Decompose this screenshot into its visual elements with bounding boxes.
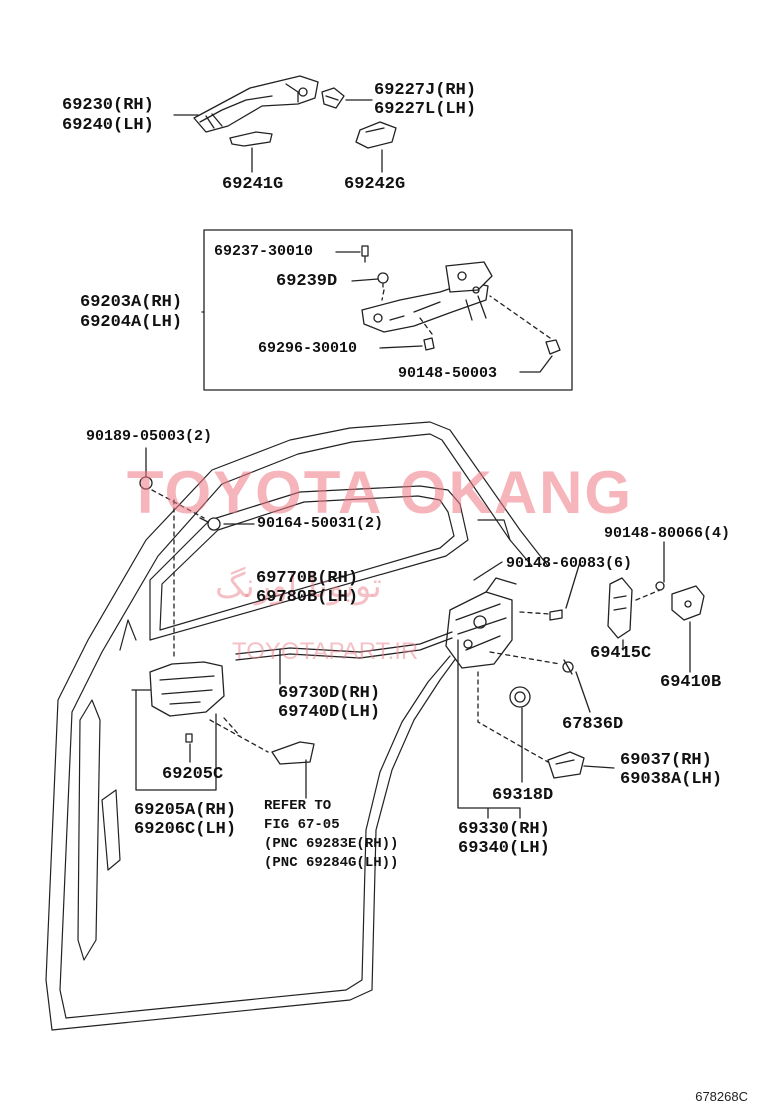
cover-ring-part — [509, 686, 531, 708]
door-lock-part — [445, 577, 517, 669]
label-69340: 69340(LH) — [458, 839, 550, 858]
handle-gasket-part — [355, 121, 397, 149]
handle-cap-part — [321, 87, 345, 109]
label-69230: 69230(RH) — [62, 96, 154, 115]
label-69237: 69237-30010 — [214, 243, 314, 260]
label-69205a: 69205A(RH) — [134, 801, 237, 820]
label-90148-80066: 90148-80066(4) — [604, 525, 731, 542]
label-69206c: 69206C(LH) — [134, 820, 237, 839]
lock-cover-part — [607, 577, 633, 639]
label-69037: 69037(RH) — [620, 751, 712, 770]
label-69038a: 69038A(LH) — [620, 770, 723, 789]
figure-code: 678268C — [695, 1089, 748, 1104]
label-69415c: 69415C — [590, 644, 652, 663]
watermark-url: TOYOTAPART.IR — [232, 638, 419, 665]
leader-line — [519, 355, 553, 373]
lock-cable-part — [235, 631, 453, 661]
striker-plate-part — [671, 585, 705, 621]
frame-assembly-box — [203, 229, 573, 391]
label-90164: 90164-50031(2) — [257, 515, 384, 532]
label-69780b: 69780B(LH) — [256, 588, 359, 607]
handle-frame-part — [361, 261, 493, 333]
label-69318d: 69318D — [492, 786, 554, 805]
frame-screw-part — [361, 245, 369, 263]
label-69203a: 69203A(RH) — [80, 293, 183, 312]
small-screws-part — [139, 476, 665, 743]
outside-handle-part — [193, 75, 319, 133]
frame-bolt-part — [423, 337, 435, 351]
label-90189: 90189-05003(2) — [86, 428, 213, 445]
grommet-part — [562, 659, 574, 675]
frame-bolt-part-2 — [545, 339, 561, 355]
label-90148-60083: 90148-60083(6) — [506, 555, 633, 572]
leader-line — [379, 345, 423, 349]
watermark-main: TOYOTA OKANG — [126, 459, 634, 526]
label-69240: 69240(LH) — [62, 116, 154, 135]
label-69239d: 69239D — [276, 272, 338, 291]
label-69204a: 69204A(LH) — [80, 313, 183, 332]
refer-line-4: (PNC 69284G(LH)) — [264, 855, 399, 871]
label-67836d: 67836D — [562, 715, 624, 734]
dashed-guides-lower — [151, 489, 661, 763]
label-69241g: 69241G — [222, 175, 284, 194]
leader-lines-lower — [135, 447, 691, 819]
label-69410b: 69410B — [660, 673, 722, 692]
inside-handle-part — [131, 661, 225, 717]
label-90148-50003: 90148-50003 — [398, 365, 498, 382]
door-panel-outline — [45, 421, 549, 1031]
leader-line — [351, 278, 379, 282]
label-69242g: 69242G — [344, 175, 406, 194]
label-69330: 69330(RH) — [458, 820, 550, 839]
frame-nut-part — [377, 272, 389, 291]
refer-line-2: FIG 67-05 — [264, 817, 340, 833]
dashed-guide — [381, 289, 551, 339]
watermark-persian: تویوتا اورنگ — [215, 566, 382, 606]
handle-pad-part — [229, 131, 273, 147]
inside-handle-bezel-part — [271, 741, 315, 765]
label-69740d: 69740D(LH) — [278, 703, 381, 722]
refer-line-3: (PNC 69283E(RH)) — [264, 836, 399, 852]
label-69227l: 69227L(LH) — [374, 100, 477, 119]
striker-part — [547, 751, 585, 779]
label-69227j: 69227J(RH) — [374, 81, 477, 100]
label-69770b: 69770B(RH) — [256, 569, 359, 588]
label-69205c: 69205C — [162, 765, 224, 784]
label-69296: 69296-30010 — [258, 340, 358, 357]
refer-line-1: REFER TO — [264, 798, 332, 814]
label-69730d: 69730D(RH) — [278, 684, 381, 703]
